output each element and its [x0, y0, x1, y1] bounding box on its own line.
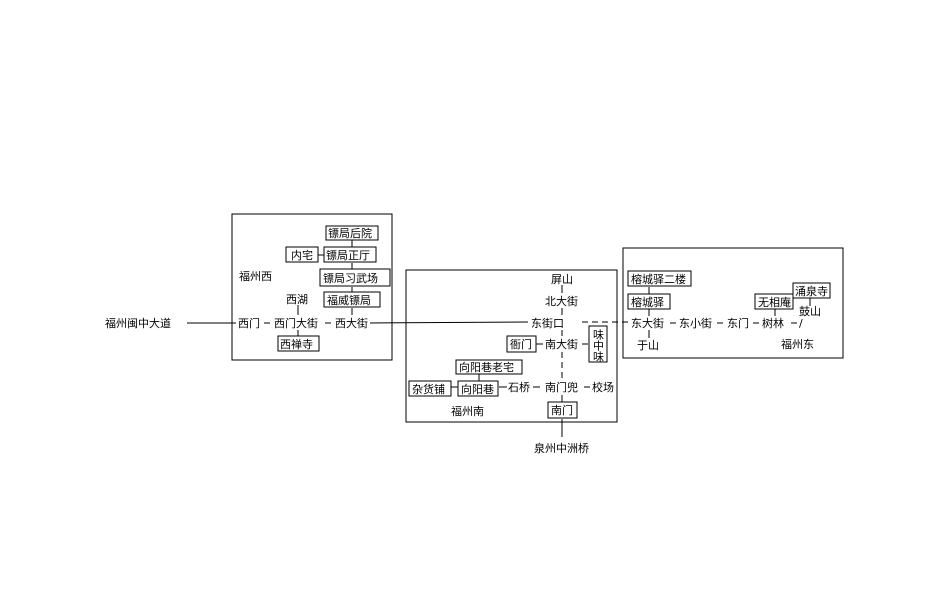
node-xiangyang-lane-box: [457, 380, 499, 397]
node-ping-mountain: 屏山: [551, 273, 573, 286]
node-rongcheng-post-2f: 榕城驿二楼: [631, 272, 686, 286]
node-inner-house: 内宅: [291, 248, 313, 262]
node-fuwei-escort: 福威镖局: [327, 293, 371, 307]
node-stone-bridge: 石桥: [508, 381, 530, 394]
node-drill-ground: 校场: [592, 380, 614, 394]
region-label-fuzhou-west: 福州西: [239, 269, 272, 283]
node-east-street-mouth: 东街口: [531, 316, 564, 330]
node-rongcheng-post-2f-box: [627, 270, 692, 287]
node-inner-house-box: [285, 246, 319, 263]
node-escort-training-ground-box: [319, 268, 391, 287]
node-wuxiang-nunnery-box: [754, 293, 794, 310]
node-west-lake: 西湖: [286, 293, 308, 306]
node-east-avenue: 东大街: [631, 316, 664, 330]
node-slash: /: [799, 317, 803, 330]
node-rongcheng-post: 榕城驿: [631, 295, 664, 309]
node-escort-back-yard: 镖局后院: [328, 226, 372, 240]
node-yu-mountain: 于山: [637, 339, 659, 352]
node-restaurant-box: [588, 325, 608, 363]
node-yamen: 衙门: [510, 337, 532, 351]
node-yongquan-temple: 涌泉寺: [795, 284, 828, 298]
node-xiangyang-old-house-box: [455, 359, 523, 375]
label-quanzhou-bridge: 泉州中洲桥: [534, 441, 589, 455]
node-south-gate-box: [547, 401, 578, 419]
node-restaurant: 味中味: [592, 329, 605, 362]
node-north-avenue: 北大街: [545, 294, 578, 308]
node-grocery: 杂货铺: [412, 382, 445, 396]
label-min-avenue: 福州闽中大道: [105, 316, 171, 330]
node-escort-main-hall: 镖局正厅: [326, 248, 370, 262]
node-west-avenue: 西大街: [335, 316, 368, 330]
node-xiangyang-old-house: 向阳巷老宅: [459, 360, 514, 374]
region-fuzhou-south-frame: [405, 269, 618, 423]
node-south-gate-dou: 南门兜: [545, 380, 578, 394]
node-yongquan-temple-box: [792, 282, 831, 299]
node-grocery-box: [408, 380, 452, 397]
node-east-gate: 东门: [727, 316, 749, 330]
node-escort-main-hall-box: [323, 246, 377, 263]
region-fuzhou-east-frame: [622, 247, 844, 359]
node-forest: 树林: [762, 316, 784, 330]
node-west-chan-temple-box: [277, 335, 320, 352]
node-rongcheng-post-box: [627, 293, 671, 310]
region-fuzhou-west-frame: [231, 213, 393, 361]
node-east-small-street: 东小街: [679, 316, 712, 330]
node-escort-training-ground: 镖局习武场: [323, 271, 378, 285]
node-wuxiang-nunnery: 无相庵: [758, 295, 791, 309]
node-gu-mountain: 鼓山: [799, 304, 821, 318]
node-south-gate: 南门: [551, 403, 573, 417]
node-fuwei-escort-box: [323, 291, 381, 308]
node-south-avenue: 南大街: [545, 337, 578, 351]
region-label-fuzhou-east: 福州东: [781, 337, 814, 351]
node-west-gate: 西门: [238, 316, 260, 330]
node-yamen-box: [506, 335, 537, 353]
node-west-gate-avenue: 西门大街: [274, 316, 318, 330]
edge-west-avenue-east-street-mouth: [369, 321, 529, 324]
region-label-fuzhou-south: 福州南: [451, 404, 484, 418]
node-xiangyang-lane: 向阳巷: [461, 382, 494, 396]
node-west-chan-temple: 西禅寺: [280, 337, 313, 351]
node-escort-back-yard-box: [325, 225, 379, 241]
